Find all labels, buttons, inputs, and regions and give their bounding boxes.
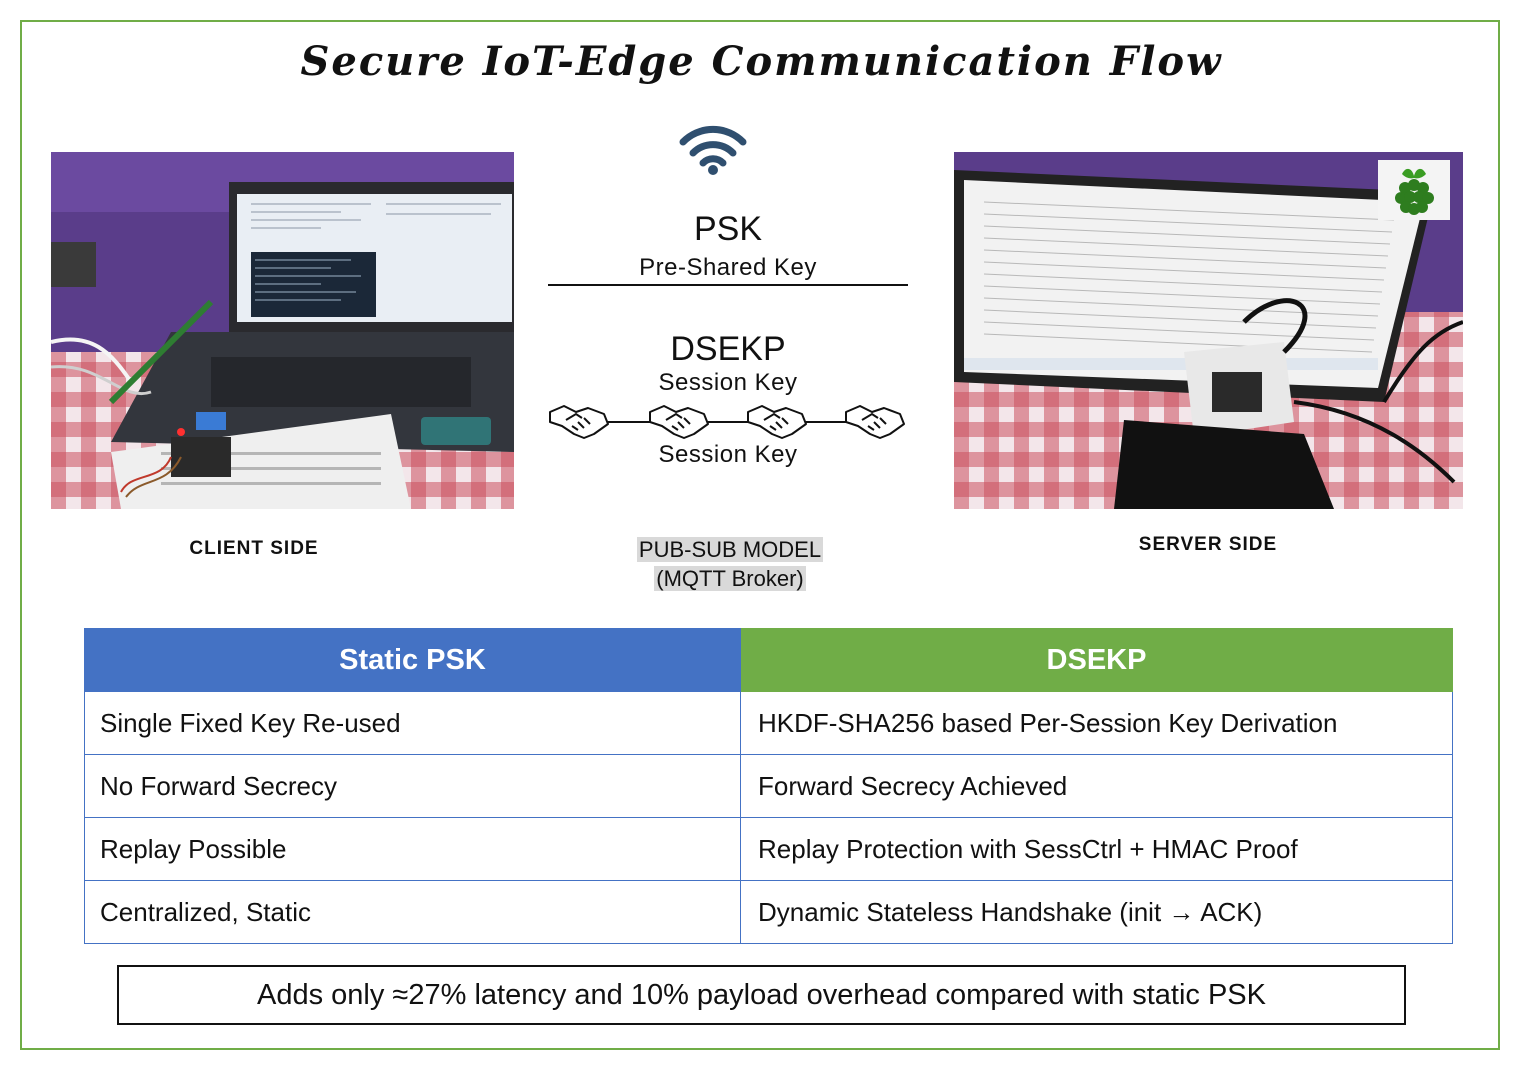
dsekp-title: DSEKP [670,330,786,368]
handshake-icon [549,405,609,439]
raspberry-pi-logo-icon [1378,160,1450,220]
handshake-chain [548,400,908,448]
table-cell: HKDF-SHA256 based Per-Session Key Deriva… [740,691,1453,755]
table-header-row: Static PSK DSEKP [84,628,1453,692]
table-cell: Centralized, Static [84,880,741,944]
server-side-photo [954,152,1463,509]
diagram-title: Secure IoT-Edge Communication Flow [300,38,1223,85]
table-cell: No Forward Secrecy [84,754,741,818]
psk-divider [548,284,908,286]
pubsub-line-1: PUB-SUB MODEL [636,537,824,562]
client-side-photo [51,152,514,509]
handshake-icon [649,405,709,439]
table-row: Centralized, Static Dynamic Stateless Ha… [84,880,1453,944]
psk-subtitle: Pre-Shared Key [639,254,817,281]
diagram-frame [20,20,1500,1050]
pubsub-model-label: PUB-SUB MODEL (MQTT Broker) [600,535,860,593]
table-cell: Replay Protection with SessCtrl + HMAC P… [740,817,1453,881]
table-row: No Forward Secrecy Forward Secrecy Achie… [84,754,1453,818]
handshake-icon [747,405,807,439]
table-cell: Replay Possible [84,817,741,881]
header-dsekp: DSEKP [740,628,1453,692]
handshake-icon [845,405,905,439]
table-cell: Dynamic Stateless Handshake (init → ACK) [740,880,1453,944]
server-side-label: SERVER SIDE [1138,534,1278,555]
session-key-label-bottom: Session Key [658,441,798,468]
table-cell: Forward Secrecy Achieved [740,754,1453,818]
psk-title: PSK [693,210,763,248]
comparison-table: Static PSK DSEKP Single Fixed Key Re-use… [84,628,1453,944]
client-side-label: CLIENT SIDE [189,538,319,559]
wifi-icon [679,124,747,180]
table-row: Single Fixed Key Re-used HKDF-SHA256 bas… [84,691,1453,755]
pubsub-line-2: (MQTT Broker) [654,566,806,591]
header-static-psk: Static PSK [84,628,741,692]
table-row: Replay Possible Replay Protection with S… [84,817,1453,881]
table-cell: Single Fixed Key Re-used [84,691,741,755]
session-key-label-top: Session Key [658,369,798,396]
overhead-note: Adds only ≈27% latency and 10% payload o… [117,965,1406,1025]
